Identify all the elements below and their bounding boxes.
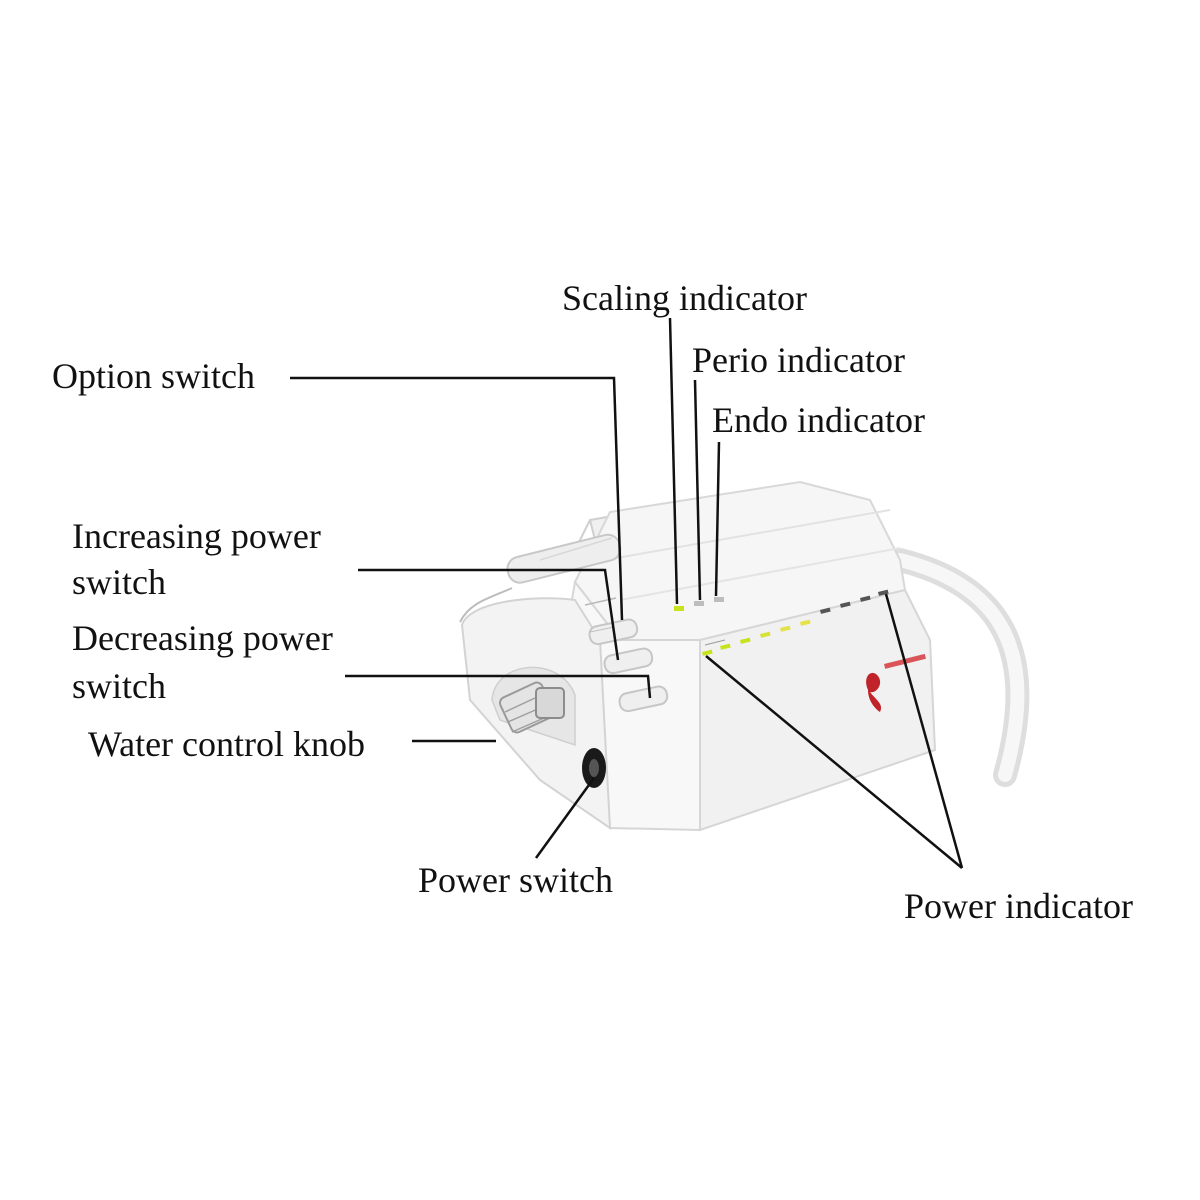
- label-decreasing-power-line1: Decreasing power: [72, 618, 333, 658]
- label-option-switch: Option switch: [52, 356, 255, 396]
- label-perio-indicator: Perio indicator: [692, 340, 905, 380]
- leader-power-indicator-a: [705, 655, 963, 869]
- device-right-side: [699, 588, 937, 832]
- label-scaling-indicator: Scaling indicator: [562, 278, 807, 318]
- leader-perio: [693, 379, 702, 601]
- label-increasing-power-line1: Increasing power: [72, 516, 321, 556]
- label-power-indicator: Power indicator: [904, 886, 1133, 926]
- decrease-power-button[interactable]: [618, 685, 669, 713]
- mode-indicators: [674, 597, 724, 611]
- power-indicator-bar: [702, 589, 889, 656]
- label-endo-indicator: Endo indicator: [712, 400, 925, 440]
- endo-led: [714, 597, 724, 602]
- leader-increasing-power: [358, 568, 620, 661]
- leader-power-switch: [534, 777, 596, 859]
- label-power-switch: Power switch: [418, 860, 613, 900]
- scaling-led: [674, 606, 684, 611]
- leader-option-switch: [290, 376, 624, 621]
- perio-led: [694, 601, 704, 606]
- label-water-control-knob: Water control knob: [88, 724, 366, 764]
- label-decreasing-power-line2: switch: [72, 666, 166, 706]
- leader-lines: [290, 317, 964, 869]
- leader-scaling: [668, 317, 679, 605]
- leader-decreasing-power: [345, 674, 652, 699]
- water-control-knob[interactable]: [498, 681, 565, 735]
- leader-endo: [714, 441, 721, 597]
- leader-power-indicator-b: [884, 593, 964, 869]
- label-increasing-power-line2: switch: [72, 562, 166, 602]
